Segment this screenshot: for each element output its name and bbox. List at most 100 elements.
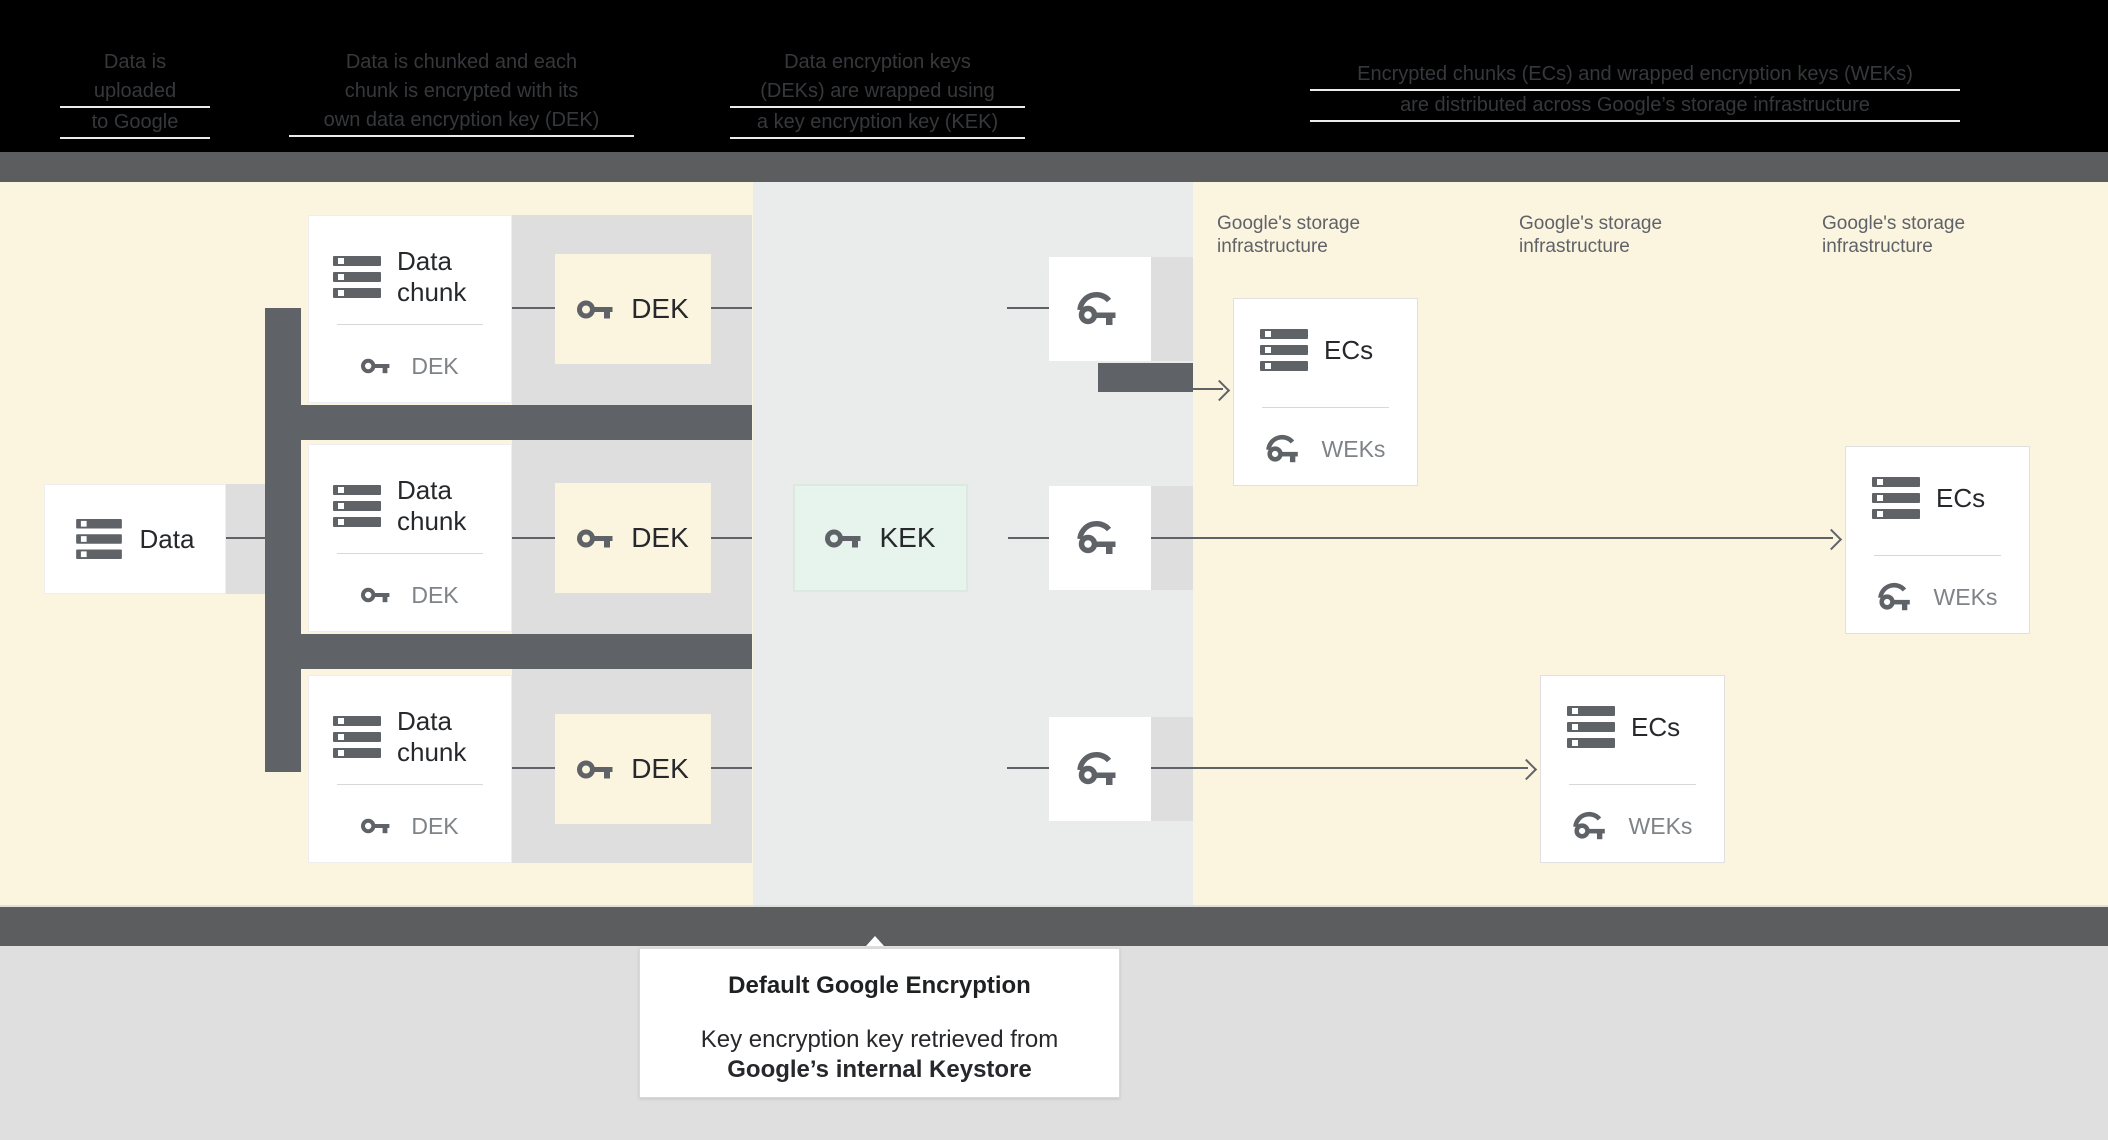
wrapped-key-backing-3: [1151, 717, 1193, 821]
chunk-box-header: Data chunk: [333, 246, 466, 308]
connector-chunk3-dek3: [512, 767, 555, 769]
header-divider-strip: [0, 152, 2108, 182]
storage-label-line: infrastructure: [1822, 236, 1933, 257]
dek-label: DEK: [631, 753, 689, 784]
ecs-box-3: ECs WEKs: [1540, 675, 1725, 863]
storage-infrastructure-label-2: Google's storage infrastructure: [1519, 212, 1662, 258]
connector-chunk2-dek2: [512, 537, 555, 539]
weks-key-icon: [1266, 434, 1304, 464]
branch-band-1: [265, 405, 752, 440]
box-divider: [1874, 555, 2001, 556]
connector-panel-wrap3: [1007, 767, 1049, 769]
dek-box-2: DEK: [555, 483, 711, 593]
wrapped-key-icon: [1077, 751, 1123, 787]
header-text-line: chunk is encrypted with its: [344, 80, 579, 102]
data-chunk-box-1: Data chunk DEK: [308, 215, 512, 403]
storage-label-line: infrastructure: [1217, 236, 1328, 257]
header-text-line: Data is chunked and each: [345, 51, 578, 73]
data-box: Data: [44, 484, 226, 594]
connector-chunk1-dek1: [512, 307, 555, 309]
dek-key-icon: [361, 585, 393, 605]
key-icon: [825, 526, 865, 551]
caption-pointer: [866, 936, 884, 946]
header-text-line: Data is: [103, 51, 167, 73]
chunk-dek-label: DEK: [411, 352, 459, 379]
header-link-line[interactable]: to Google: [60, 108, 210, 139]
chunk-box-footer: DEK: [309, 342, 511, 390]
header-link-line[interactable]: own data encryption key (DEK): [289, 106, 634, 137]
data-chunk-icon: [333, 716, 381, 758]
wrapped-key-box-3: [1049, 717, 1151, 821]
storage-label-line: Google's storage: [1519, 213, 1663, 234]
data-box-backing: [226, 484, 266, 594]
caption-line-1: Key encryption key retrieved from: [700, 1026, 1059, 1053]
data-chunk-icon: [333, 485, 381, 527]
header-text-line: Data encryption keys: [784, 51, 971, 73]
header-link-line[interactable]: are distributed across Google’s storage …: [1310, 91, 1960, 122]
storage-infrastructure-label-3: Google's storage infrastructure: [1822, 212, 1965, 258]
box-divider: [337, 784, 483, 785]
ecs-box-header: ECs: [1872, 477, 1985, 519]
kek-box: KEK: [793, 484, 968, 592]
key-icon: [577, 526, 617, 551]
arrow-line-row2: [1151, 537, 1833, 539]
wrapped-key-box-2: [1049, 486, 1151, 590]
dek-box-3: DEK: [555, 714, 711, 824]
wrapped-key-backing-1: [1151, 257, 1193, 361]
box-divider: [337, 324, 483, 325]
dek-box-1: DEK: [555, 254, 711, 364]
dek-key-icon: [361, 816, 393, 836]
weks-key-icon: [1573, 811, 1611, 841]
connector-dek3-panel: [711, 767, 752, 769]
caption-box: Default Google Encryption Key encryption…: [639, 948, 1120, 1098]
storage-label-line: Google's storage: [1217, 213, 1361, 234]
key-icon: [577, 297, 617, 322]
ecs-box-header: ECs: [1260, 329, 1373, 371]
connector-dek2-kek: [711, 537, 752, 539]
header-link-line[interactable]: Encrypted chunks (ECs) and wrapped encry…: [1310, 60, 1960, 91]
caption-line-2: Google’s internal Keystore: [727, 1056, 1032, 1083]
ecs-data-icon: [1872, 477, 1920, 519]
chunk-box-title: Data chunk: [397, 706, 467, 767]
weks-label: WEKs: [1628, 812, 1693, 839]
branch-band-2: [265, 634, 752, 669]
dek-key-icon: [361, 356, 393, 376]
weks-key-icon: [1878, 582, 1916, 612]
data-box-label: Data: [139, 523, 195, 554]
box-divider: [1569, 784, 1696, 785]
dek-label: DEK: [631, 293, 689, 324]
storage-infrastructure-label-1: Google's storage infrastructure: [1217, 212, 1360, 258]
chunk-box-footer: DEK: [309, 571, 511, 619]
header-link-line[interactable]: (DEKs) are wrapped using: [730, 77, 1025, 108]
ecs-box-footer: WEKs: [1541, 802, 1724, 850]
ecs-box-1: ECs WEKs: [1233, 298, 1418, 486]
ecs-data-icon: [1567, 706, 1615, 748]
kek-label: KEK: [879, 522, 936, 553]
caption-title: Default Google Encryption: [728, 972, 1031, 999]
weks-label: WEKs: [1933, 583, 1998, 610]
ecs-box-header: ECs: [1567, 706, 1680, 748]
ecs-title: ECs: [1324, 334, 1374, 365]
chunk-dek-label: DEK: [411, 581, 459, 608]
header-link-line[interactable]: a key encryption key (KEK): [730, 108, 1025, 139]
ecs-box-2: ECs WEKs: [1845, 446, 2030, 634]
storage-label-line: infrastructure: [1519, 236, 1630, 257]
storage-label-line: Google's storage: [1822, 213, 1966, 234]
header-step-2: Data is chunked and each chunk is encryp…: [289, 48, 634, 137]
data-chunk-icon: [333, 256, 381, 298]
bottom-band: [0, 907, 2108, 946]
key-icon: [577, 757, 617, 782]
connector-kek-wrap2: [1008, 537, 1049, 539]
chunk-box-header: Data chunk: [333, 706, 466, 768]
header-link-line[interactable]: uploaded: [60, 77, 210, 108]
wrapped-key-icon: [1077, 520, 1123, 556]
arrow-line-row3: [1151, 767, 1528, 769]
data-chunk-box-3: Data chunk DEK: [308, 675, 512, 863]
wrapped-key-box-1: [1049, 257, 1151, 361]
ecs-data-icon: [1260, 329, 1308, 371]
dek-label: DEK: [631, 522, 689, 553]
connector-dek1-panel: [711, 307, 752, 309]
data-chunk-box-2: Data chunk DEK: [308, 444, 512, 632]
wrapped-key-icon: [1077, 291, 1123, 327]
